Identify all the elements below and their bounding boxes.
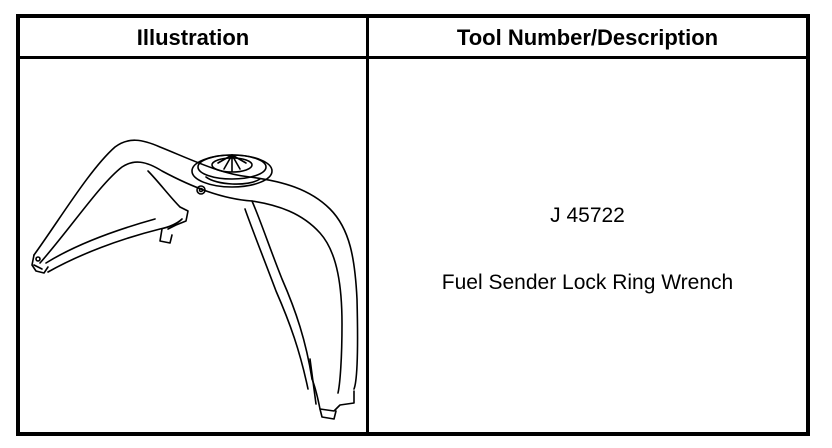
tool-description-header: Tool Number/Description [456, 25, 719, 50]
illustration-header: Illustration [136, 25, 250, 50]
header-row: Illustration Tool Number/Description [20, 18, 806, 59]
lock-ring-wrench-icon [31, 139, 359, 420]
tool-description: Fuel Sender Lock Ring Wrench [441, 271, 734, 294]
tool-table: Illustration Tool Number/Description [16, 14, 810, 436]
column-divider [366, 18, 369, 432]
tool-description-cell: J 45722 Fuel Sender Lock Ring Wrench [369, 59, 806, 432]
tool-number: J 45722 [550, 204, 625, 227]
illustration-cell [20, 59, 366, 432]
